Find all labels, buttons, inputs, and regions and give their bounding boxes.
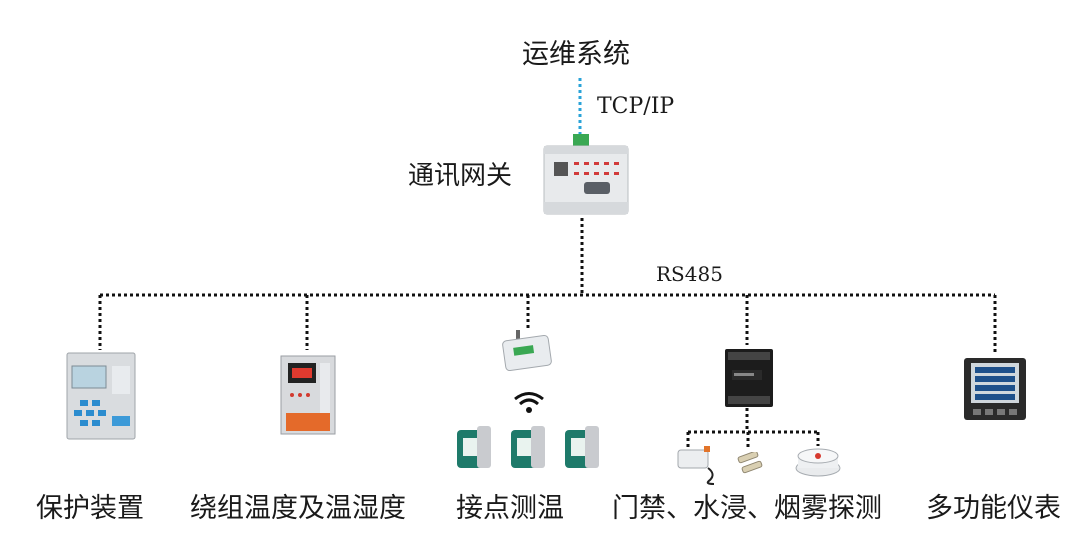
protection-device-icon — [66, 352, 136, 440]
gateway-label: 通讯网关 — [408, 161, 513, 191]
top-system-label: 运维系统 — [522, 39, 630, 70]
device-label-winding: 绕组温度及温湿度 — [190, 493, 406, 524]
device-label-access: 门禁、水浸、烟雾探测 — [612, 493, 882, 524]
io-module-icon — [725, 349, 773, 407]
winding-controller-icon — [280, 355, 336, 435]
multifunction-meter-icon — [964, 358, 1026, 420]
door-contact-icon — [737, 452, 763, 474]
rs485-label: RS485 — [656, 262, 723, 286]
contact-receiver-icon — [502, 330, 552, 372]
water-sensor-icon — [677, 446, 715, 485]
device-label-meter: 多功能仪表 — [926, 493, 1061, 524]
smoke-detector-icon — [795, 448, 841, 477]
device-label-contact: 接点测温 — [456, 493, 564, 524]
device-label-protection: 保护装置 — [36, 493, 144, 524]
wireless-sensors-icon — [457, 426, 599, 468]
gateway-device-icon — [543, 134, 629, 215]
wifi-icon — [514, 392, 544, 413]
tcp-ip-label: TCP/IP — [597, 94, 675, 119]
